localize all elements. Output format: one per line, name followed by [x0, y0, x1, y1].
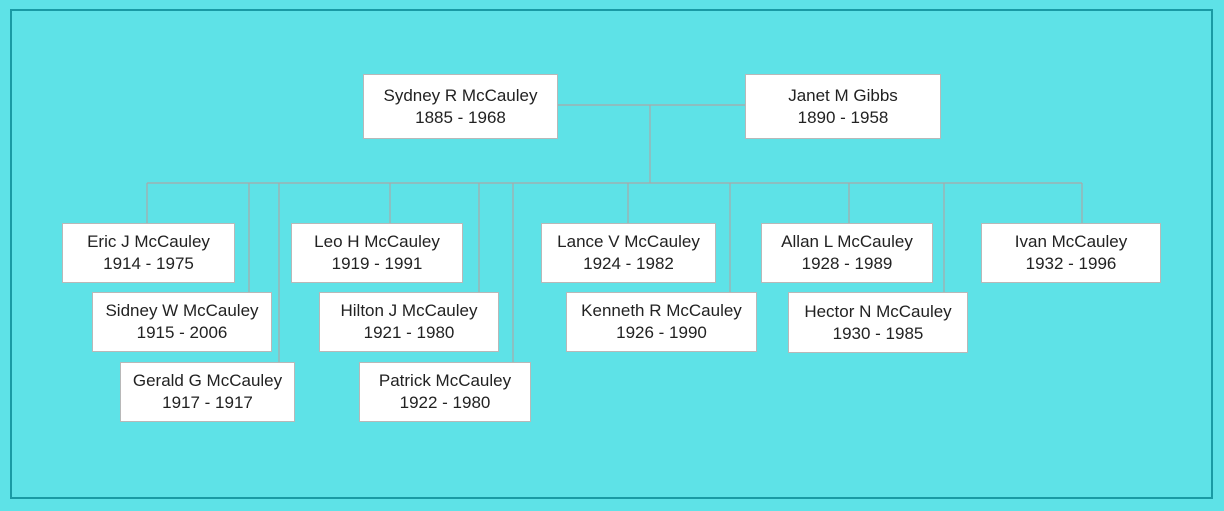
- person-years: 1890 - 1958: [797, 107, 889, 127]
- child-node[interactable]: Ivan McCauley 1932 - 1996: [981, 223, 1161, 283]
- person-years: 1926 - 1990: [616, 323, 707, 342]
- person-name: Sidney W McCauley: [105, 301, 259, 320]
- child-node[interactable]: Hector N McCauley 1930 - 1985: [788, 292, 968, 353]
- person-name: Allan L McCauley: [781, 232, 913, 251]
- person-name: Hector N McCauley: [804, 301, 952, 321]
- person-years: 1924 - 1982: [583, 254, 674, 273]
- person-name: Kenneth R McCauley: [581, 301, 742, 320]
- person-years: 1932 - 1996: [1025, 254, 1117, 273]
- child-node[interactable]: Gerald G McCauley 1917 - 1917: [120, 362, 295, 422]
- person-name: Sydney R McCauley: [383, 85, 538, 105]
- child-node[interactable]: Hilton J McCauley 1921 - 1980: [319, 292, 499, 352]
- person-name: Ivan McCauley: [1014, 232, 1128, 251]
- person-years: 1922 - 1980: [399, 393, 491, 412]
- child-node[interactable]: Lance V McCauley 1924 - 1982: [541, 223, 716, 283]
- person-name: Lance V McCauley: [557, 232, 700, 251]
- person-name: Eric J McCauley: [87, 232, 210, 251]
- parent-node-mother[interactable]: Janet M Gibbs 1890 - 1958: [745, 74, 941, 139]
- person-name: Patrick McCauley: [378, 371, 512, 390]
- child-node[interactable]: Leo H McCauley 1919 - 1991: [291, 223, 463, 283]
- child-node[interactable]: Eric J McCauley 1914 - 1975: [62, 223, 235, 283]
- person-name: Gerald G McCauley: [132, 371, 283, 390]
- child-node[interactable]: Allan L McCauley 1928 - 1989: [761, 223, 933, 283]
- person-years: 1930 - 1985: [832, 323, 924, 343]
- person-name: Leo H McCauley: [314, 232, 440, 251]
- person-years: 1885 - 1968: [415, 107, 506, 127]
- person-years: 1921 - 1980: [363, 323, 455, 342]
- person-years: 1914 - 1975: [103, 254, 194, 273]
- child-node[interactable]: Patrick McCauley 1922 - 1980: [359, 362, 531, 422]
- person-years: 1928 - 1989: [801, 254, 893, 273]
- person-years: 1917 - 1917: [162, 393, 253, 412]
- person-name: Janet M Gibbs: [788, 85, 898, 105]
- person-years: 1919 - 1991: [331, 254, 423, 273]
- child-node[interactable]: Sidney W McCauley 1915 - 2006: [92, 292, 272, 352]
- canvas-border: [10, 9, 1213, 499]
- person-name: Hilton J McCauley: [340, 301, 478, 320]
- parent-node-father[interactable]: Sydney R McCauley 1885 - 1968: [363, 74, 558, 139]
- child-node[interactable]: Kenneth R McCauley 1926 - 1990: [566, 292, 757, 352]
- person-years: 1915 - 2006: [136, 323, 228, 342]
